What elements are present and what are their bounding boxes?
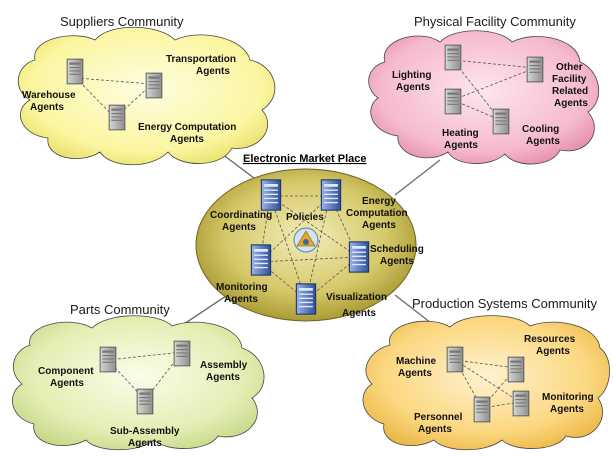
server-icon [173,340,191,367]
visualization-label-2: Agents [342,308,376,319]
scheduling-label-2: Agents [380,256,414,267]
lighting-label: Lighting [392,70,431,81]
server-icon [444,88,462,115]
component-label: Component [38,366,94,377]
hub-monitoring-label-2: Agents [224,294,258,305]
production-cloud [362,315,610,451]
policy-emblem-icon [293,227,319,253]
facility-community: Physical Facility Community Lighting Age… [368,14,600,165]
warehouse-label: Warehouse [22,90,76,101]
lighting-label-2: Agents [396,82,430,93]
subassembly-label: Sub-Assembly [110,426,180,437]
coordinating-label-2: Agents [222,222,256,233]
suppliers-title: Suppliers Community [60,14,184,29]
assembly-label-2: Agents [206,372,240,383]
subassembly-label-2: Agents [128,438,162,449]
blue-server-icon [295,283,317,315]
scheduling-label: Scheduling [370,244,424,255]
warehouse-label-2: Agents [30,102,64,113]
hub-energy-label-2: Computation [346,208,408,219]
parts-title: Parts Community [70,302,170,317]
facility-title: Physical Facility Community [414,14,576,29]
visualization-label: Visualization [326,292,387,303]
resources-label: Resources [524,334,576,345]
blue-server-icon [260,179,282,211]
resources-label-2: Agents [536,346,570,357]
energy-label-2: Agents [170,134,204,145]
link-facility [394,159,441,196]
cooling-label: Cooling [522,124,559,135]
transportation-label: Transportation [166,54,236,65]
hub-energy-label-3: Agents [362,220,396,231]
personnel-label-2: Agents [418,424,452,435]
parts-community: Parts Community Component Agents Assembl… [12,302,265,451]
hub-monitoring-label: Monitoring [216,282,268,293]
server-icon [473,396,491,423]
policies-label: Policies [286,212,324,223]
other-label-2: Facility [552,74,587,85]
production-title: Production Systems Community [412,296,597,311]
machine-label-2: Agents [398,368,432,379]
server-icon [507,356,525,383]
coordinating-label: Coordinating [210,210,272,221]
server-icon [526,56,544,83]
blue-server-icon [348,241,370,273]
monitoring-prod-label-2: Agents [550,404,584,415]
hub-energy-label: Energy [362,196,396,207]
production-community: Production Systems Community Machine Age… [362,296,610,451]
suppliers-community: Suppliers Community Warehouse Agents Tra… [17,14,276,166]
other-label-4: Agents [554,98,588,109]
other-label: Other [556,62,583,73]
server-icon [145,72,163,99]
transportation-label-2: Agents [196,66,230,77]
server-icon [444,44,462,71]
server-icon [136,388,154,415]
energy-label: Energy Computation [138,122,236,133]
server-icon [108,104,126,131]
other-label-3: Related [552,86,588,97]
server-icon [66,58,84,85]
cooling-label-2: Agents [526,136,560,147]
server-icon [446,346,464,373]
server-icon [99,346,117,373]
component-label-2: Agents [50,378,84,389]
server-icon [512,390,530,417]
server-icon [492,108,510,135]
personnel-label: Personnel [414,412,463,423]
blue-server-icon [320,179,342,211]
monitoring-prod-label: Monitoring [542,392,594,403]
hub-title: Electronic Market Place [243,153,367,165]
market-hub: Electronic Market Place Coordinating Age… [195,153,424,322]
parts-cloud [12,315,265,451]
assembly-label: Assembly [200,360,248,371]
heating-label-2: Agents [444,140,478,151]
blue-server-icon [250,244,272,276]
machine-label: Machine [396,356,436,367]
heating-label: Heating [442,128,479,139]
